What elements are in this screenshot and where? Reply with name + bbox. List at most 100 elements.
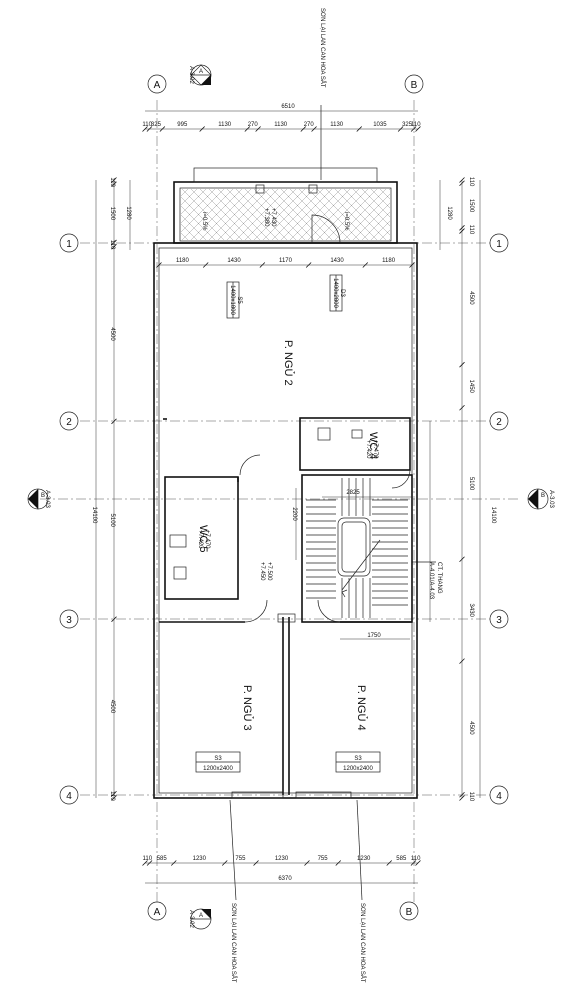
dim-bottom-label-4: 1230 — [275, 856, 289, 862]
stair — [306, 478, 408, 618]
svg-text:A: A — [154, 907, 161, 918]
svg-text:1200x2400: 1200x2400 — [343, 766, 373, 772]
note-bottom-left-railing: SƠN LẠI LAN CAN HOA SẮT — [229, 799, 238, 983]
svg-text:+7.470: +7.470 — [204, 530, 210, 549]
svg-text:B: B — [411, 80, 418, 91]
svg-text:+7.430: +7.430 — [270, 208, 276, 227]
room-label-wc5: WC 5 — [197, 525, 209, 553]
svg-text:+7.450: +7.450 — [259, 562, 265, 581]
dim-bottom-label-2: 1230 — [193, 856, 207, 862]
svg-text:SƠN LẠI LAN CAN HOA SẮT: SƠN LẠI LAN CAN HOA SẮT — [230, 903, 238, 983]
dim-top-label-6: 270 — [304, 122, 315, 128]
svg-text:i=0.5%: i=0.5% — [201, 212, 207, 231]
dim-right-label-5: 5100 — [468, 477, 474, 491]
svg-text:4: 4 — [66, 791, 72, 802]
dim-left-label-3: 4500 — [109, 327, 115, 341]
grid-bubble-4-right: 4 — [489, 785, 509, 805]
svg-text:A: A — [199, 913, 203, 919]
level-wc5: +7.470 +7.420 — [197, 530, 210, 549]
svg-text:3: 3 — [496, 615, 502, 626]
svg-text:SƠN LẠI LAN CAN HOA SẮT: SƠN LẠI LAN CAN HOA SẮT — [319, 8, 327, 88]
dim-left-label-2: 110 — [109, 240, 115, 250]
svg-text:A: A — [154, 80, 161, 91]
svg-text:+7.470: +7.470 — [372, 440, 378, 459]
svg-text:1400x1800: 1400x1800 — [229, 285, 235, 315]
svg-text:+7.380: +7.380 — [263, 208, 269, 227]
dim-top-label-2: 995 — [177, 122, 188, 128]
dim-left-label-0: 110 — [109, 177, 115, 187]
grid-bubble-4-left: 4 — [59, 785, 79, 805]
dim-left-label-4: 5100 — [109, 514, 115, 528]
dim-top-label-9: 325 — [402, 122, 413, 128]
dim-bottom-label-6: 1230 — [357, 856, 371, 862]
dim-right-label-4: 1450 — [468, 380, 474, 394]
dim-right-label-7: 4500 — [468, 721, 474, 735]
grid-bubble-a-top: A — [147, 74, 167, 94]
grid-bubble-a-bottom: A — [147, 901, 167, 921]
dim-bottom-label-1: 585 — [157, 856, 168, 862]
dim-right-label-6: 3430 — [468, 604, 474, 618]
svg-text:1200x2400: 1200x2400 — [203, 766, 233, 772]
tag-s3-left: S3 1200x2400 — [195, 751, 241, 773]
bottom-windows — [231, 791, 352, 799]
svg-text:B: B — [406, 907, 413, 918]
grid-bubble-2-left: 2 — [59, 411, 79, 431]
svg-text:6370: 6370 — [278, 876, 292, 882]
room-label-wc4: WC 4 — [367, 432, 379, 460]
dim-left-inner: 1280 — [125, 206, 131, 220]
dim-bed2-label-1: 1430 — [227, 258, 241, 264]
section-marker-bottom: A A-3.02 — [188, 908, 212, 930]
svg-text:S3: S3 — [214, 756, 222, 762]
dim-top-label-1: 325 — [151, 122, 162, 128]
svg-text:S5: S5 — [236, 296, 242, 304]
svg-text:A-3.02: A-3.02 — [188, 910, 194, 928]
svg-text:B: B — [41, 493, 45, 499]
wc5-fixtures — [169, 534, 187, 580]
room-label-bed2: P. NGỦ 2 — [282, 340, 295, 386]
section-marker-left: B A-3.03 — [27, 488, 50, 510]
dim-right-label-8: 110 — [468, 792, 474, 802]
door-swings — [239, 454, 411, 623]
grid-bubble-1-left: 1 — [59, 233, 79, 253]
section-marker-top: A A-3.02 — [188, 64, 212, 86]
svg-text:CT. THANG: CT. THANG — [436, 562, 442, 594]
section-marker-right: B A-3.03 — [527, 488, 554, 510]
balcony-tile-hatch — [181, 189, 390, 240]
svg-text:2825: 2825 — [346, 490, 360, 496]
dim-bed2-label-3: 1430 — [330, 258, 344, 264]
svg-text:1: 1 — [66, 239, 72, 250]
tag-s5: S5 1400x1800 — [226, 281, 242, 319]
svg-text:14100: 14100 — [490, 507, 496, 524]
grid-bubble-3-right: 3 — [489, 609, 509, 629]
svg-text:6510: 6510 — [281, 104, 295, 110]
svg-text:1: 1 — [496, 239, 502, 250]
dim-top-label-4: 270 — [248, 122, 259, 128]
svg-text:2200: 2200 — [291, 507, 297, 521]
level-balcony: +7.430 +7.380 i=0.5% i=0.5% — [201, 208, 349, 231]
level-wc4: +7.470 +7.420 — [365, 440, 378, 459]
dim-right-label-3: 4500 — [468, 291, 474, 305]
svg-text:14100: 14100 — [91, 507, 97, 524]
svg-text:A-3.03: A-3.03 — [548, 490, 554, 508]
dim-right-label-0: 110 — [468, 177, 474, 187]
room-label-bed4: P. NGỦ 4 — [355, 685, 368, 731]
wc4-fixtures — [317, 427, 363, 441]
dim-bed2-label-2: 1170 — [279, 258, 293, 264]
dim-left-label-1: 1500 — [109, 207, 115, 221]
grid-lines — [40, 100, 520, 905]
svg-text:S3: S3 — [354, 756, 362, 762]
note-stair: CT. THANG A-4.01/A-4.03 — [412, 561, 442, 600]
top-windows — [255, 184, 318, 194]
balcony-door — [311, 214, 341, 244]
svg-text:A-4.01/A-4.03: A-4.01/A-4.03 — [428, 562, 434, 600]
dim-right: 14100 1101500110450014505100343045001101… — [429, 177, 496, 802]
level-hall: +7.500 +7.450 — [259, 562, 272, 581]
note-bottom-right-railing: SƠN LẠI LAN CAN HOA SẮT — [356, 799, 367, 983]
dim-bottom-label-0: 110 — [143, 856, 153, 862]
dim-right-inner: 1280 — [446, 206, 452, 220]
svg-text:A-3.03: A-3.03 — [44, 490, 50, 508]
